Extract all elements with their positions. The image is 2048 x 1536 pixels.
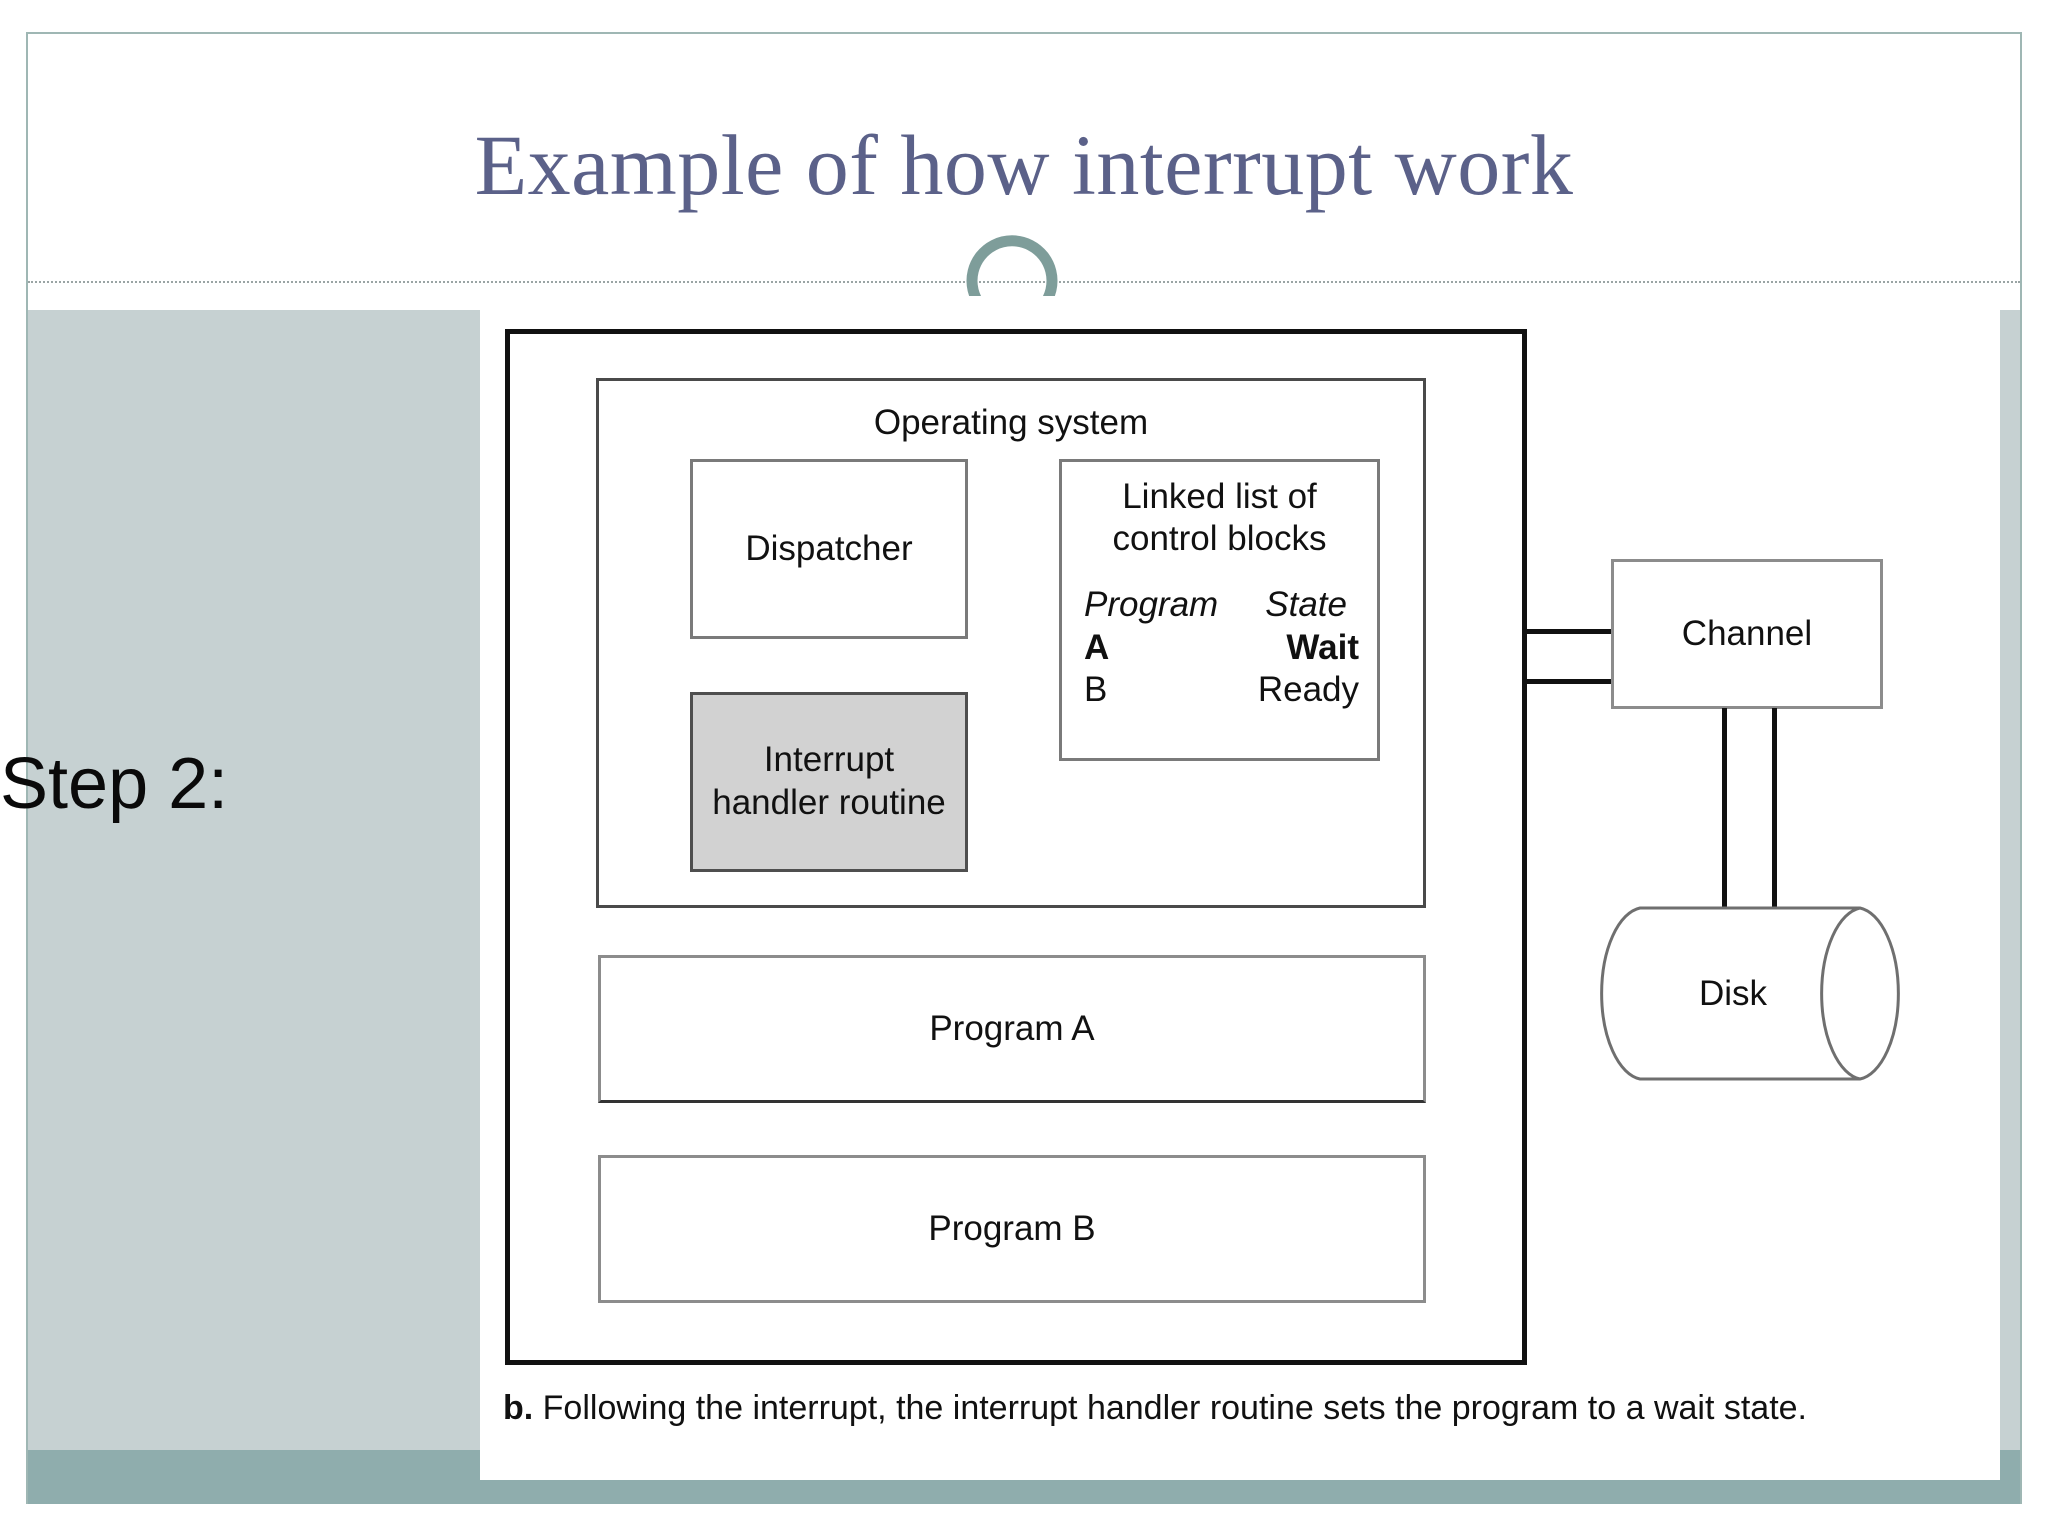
left-accent-panel — [28, 310, 480, 1450]
disk-label: Disk — [1698, 973, 1768, 1013]
caption-text: Following the interrupt, the interrupt h… — [533, 1389, 1808, 1427]
figure-caption: b. Following the interrupt, the interrup… — [503, 1385, 1893, 1432]
cell-state-b: Ready — [1257, 670, 1359, 710]
connector-os-to-channel-bottom — [1523, 679, 1615, 684]
linked-list-control-blocks-box: Linked list of control blocks Program St… — [1059, 459, 1380, 761]
control-block-table: Program State A Wait B Ready — [1062, 584, 1377, 712]
circle-ornament-icon — [963, 225, 1061, 323]
step-label: Step 2: — [0, 744, 229, 824]
cell-program-b: B — [1084, 670, 1108, 710]
table-header-row: Program State — [1084, 584, 1359, 627]
cell-program-a: A — [1084, 627, 1110, 667]
operating-system-label: Operating system — [873, 403, 1149, 442]
column-header-program: Program — [1084, 585, 1219, 624]
program-a-box: Program A — [598, 955, 1426, 1103]
linked-list-title-line2: control blocks — [1112, 519, 1327, 558]
program-b-label: Program B — [928, 1209, 1096, 1248]
connector-channel-to-disk-left — [1722, 708, 1727, 908]
table-row: B Ready — [1084, 669, 1359, 712]
caption-letter: b. — [503, 1389, 534, 1427]
interrupt-handler-label-line1: Interrupt — [763, 740, 895, 780]
table-row: A Wait — [1084, 627, 1359, 670]
program-b-box: Program B — [598, 1155, 1426, 1303]
cell-state-a: Wait — [1286, 627, 1359, 667]
disk-cylinder-icon — [1598, 905, 1903, 1082]
channel-label: Channel — [1681, 614, 1813, 653]
dispatcher-box: Dispatcher — [690, 459, 968, 639]
dispatcher-label: Dispatcher — [745, 529, 913, 568]
slide-title-area: Example of how interrupt work — [26, 90, 2022, 240]
connector-channel-to-disk-right — [1772, 708, 1777, 908]
linked-list-title-line1: Linked list of — [1122, 477, 1317, 516]
interrupt-handler-label-line2: handler routine — [712, 783, 946, 822]
channel-box: Channel — [1611, 559, 1883, 709]
column-header-state: State — [1265, 585, 1347, 624]
title-divider — [28, 281, 2020, 283]
interrupt-handler-routine-box: Interrupt handler routine — [690, 692, 968, 872]
program-a-label: Program A — [929, 1009, 1095, 1048]
connector-os-to-channel-top — [1523, 629, 1615, 634]
page-title: Example of how interrupt work — [474, 117, 1574, 213]
